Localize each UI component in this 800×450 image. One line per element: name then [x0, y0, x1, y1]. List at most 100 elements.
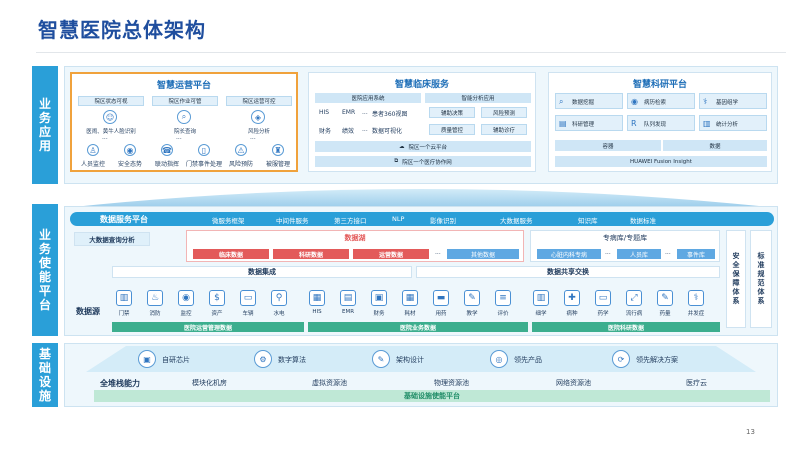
- research-item-genomics: ⚕ 基因组学: [699, 93, 767, 109]
- page-title: 智慧医院总体架构: [38, 18, 206, 42]
- ops-item: 联动指挥: [154, 161, 179, 168]
- special-item: 人员库: [617, 249, 661, 259]
- research-item-label: 统计分析: [716, 122, 739, 128]
- supply-icon: ▦: [402, 290, 418, 306]
- data-source-item: 流行病: [625, 311, 643, 317]
- cohort-icon: R: [631, 119, 637, 128]
- clinic-title: 智慧临床服务: [394, 80, 449, 90]
- data-source-item: 教学: [466, 311, 478, 317]
- layer-connector: [64, 189, 778, 208]
- full-stack-label: 全堆栈能力: [100, 379, 140, 388]
- sys-item: ...: [362, 126, 368, 133]
- camera-icon: ◉: [178, 290, 194, 306]
- cloud-platform: ☁院区一个云平台: [315, 141, 531, 152]
- person-icon: ♙: [87, 144, 99, 156]
- sys-item: 患者360视图: [372, 111, 408, 118]
- ops-item: 安全态势: [117, 161, 142, 168]
- data-source-item: 评价: [497, 311, 509, 317]
- dsp-item: 数据标准: [630, 217, 656, 225]
- research-item-label: 病历检索: [644, 100, 667, 106]
- clinic-platform: 智慧临床服务 医院应用系统 智能分析应用 HIS EMR ... 患者360视图…: [308, 72, 536, 172]
- cell-icon: ▥: [533, 290, 549, 306]
- lake-ellipsis: ...: [435, 249, 441, 256]
- data-source-item: 监控: [180, 311, 192, 317]
- section-label-business-app: 业务应用: [32, 66, 58, 184]
- research-title: 智慧科研平台: [632, 80, 687, 90]
- dsp-title: 数据服务平台: [100, 215, 148, 224]
- data-source-item: 病种: [566, 311, 578, 317]
- special-item: 心脏内科专病: [537, 249, 601, 259]
- sys-item: 数据可视化: [372, 128, 403, 135]
- medkit-icon: ✚: [564, 290, 580, 306]
- infra-row-item: 虚拟资源池: [312, 379, 347, 387]
- data-source-item: EMR: [341, 309, 355, 315]
- standard-system: 标准规范体系: [750, 230, 772, 328]
- data-share-exchange: 数据共享交换: [416, 266, 720, 278]
- solution-icon: ⟳: [612, 350, 630, 368]
- sys-item: 绩效: [342, 128, 355, 135]
- data-source-item: 财务: [373, 311, 385, 317]
- ops-item: 门禁事件处理: [185, 161, 222, 168]
- fire-icon: ♨: [147, 290, 163, 306]
- door-icon: ▯: [198, 144, 210, 156]
- research-item-retrieval: ◉ 病历检索: [627, 93, 695, 109]
- analysis-item: 风险预测: [481, 107, 527, 118]
- dsp-item: 大数据服务: [500, 217, 533, 225]
- research-item-mining: ⌕数据挖掘: [555, 93, 623, 109]
- infra-capability: 领先解决方案: [636, 356, 678, 364]
- page-number: 13: [746, 428, 755, 436]
- ops-tab-visible: 院区状态可视: [78, 96, 144, 106]
- ops-title: 智慧运营平台: [156, 81, 211, 91]
- shield-icon: ◈: [251, 110, 265, 124]
- door-icon: ▥: [116, 290, 132, 306]
- dsp-item: 知识库: [578, 217, 598, 225]
- data-lake: 数据湖 临床数据 科研数据 运营数据 ... 其他数据: [186, 230, 524, 262]
- face-scan-icon: ☺: [103, 110, 117, 124]
- research-item-label: 基因组学: [716, 100, 739, 106]
- data-source-item: 门禁: [118, 311, 130, 317]
- command-icon: ☎: [161, 144, 173, 156]
- data-source-item: HIS: [312, 309, 322, 315]
- asset-icon: $: [209, 290, 225, 306]
- dsp-item: 第三方接口: [334, 217, 367, 225]
- security-system-label: 安全保障体系: [732, 252, 740, 305]
- medical-network: ⧉院区一个医疗协作网: [315, 156, 531, 167]
- special-item: 事件库: [677, 249, 715, 259]
- dna-icon: ⚕: [703, 97, 708, 106]
- source-group-ops: 医院运营管理数据: [112, 322, 304, 332]
- section-label-text: 业务应用: [38, 97, 51, 153]
- product-icon: ◎: [490, 350, 508, 368]
- ops-item: 风险预防: [228, 161, 253, 168]
- medical-network-label: 院区一个医疗协作网: [402, 159, 452, 166]
- ops-ellipsis: ...: [102, 134, 108, 141]
- data-source-label: 数据源: [76, 307, 100, 316]
- infra-capability: 架构设计: [396, 356, 424, 364]
- special-db: 专病库/专题库 心脏内科专病 ... 人员库 ... 事件库: [530, 230, 720, 262]
- smart-analysis-header: 智能分析应用: [425, 93, 531, 103]
- data-integration: 数据集成: [112, 266, 412, 278]
- special-db-title: 专病库/专题库: [602, 234, 648, 242]
- his-icon: ▦: [309, 290, 325, 306]
- eye-icon: ◉: [631, 97, 638, 106]
- container-block: 容器: [555, 140, 661, 151]
- infra-row-item: 网络资源池: [556, 379, 591, 387]
- chart-icon: ▥: [703, 119, 711, 128]
- source-group-research: 医院科研数据: [532, 322, 720, 332]
- cloud-icon: ☁: [398, 143, 405, 150]
- ops-sub-query: 院长查询: [173, 129, 196, 135]
- section-label-infra: 基础设施: [32, 343, 58, 407]
- dsp-item: NLP: [392, 215, 405, 223]
- infra-row-item: 物理资源池: [434, 379, 469, 387]
- infra-capability: 数字算法: [278, 356, 306, 364]
- warning-icon: ⚠: [235, 144, 247, 156]
- finance-icon: ▣: [371, 290, 387, 306]
- ops-platform: 智慧运营平台 院区状态可视 院区作业可管 院区运营可控 ☺ ⌕ ◈ 医闹、黄牛人…: [70, 72, 298, 172]
- search-icon: ⌕: [177, 110, 191, 124]
- data-source-item: 消防: [149, 311, 161, 317]
- data-service-bar: 数据服务平台 微服务框架 中间件服务 第三方接口 NLP 影像识别 大数据服务 …: [70, 212, 774, 226]
- infra-capability: 自研芯片: [162, 356, 190, 364]
- data-source-item: 用药: [435, 311, 447, 317]
- data-block: 数据: [663, 140, 767, 151]
- infra-row-item: 医疗云: [686, 379, 707, 387]
- dsp-item: 微服务框架: [212, 217, 245, 225]
